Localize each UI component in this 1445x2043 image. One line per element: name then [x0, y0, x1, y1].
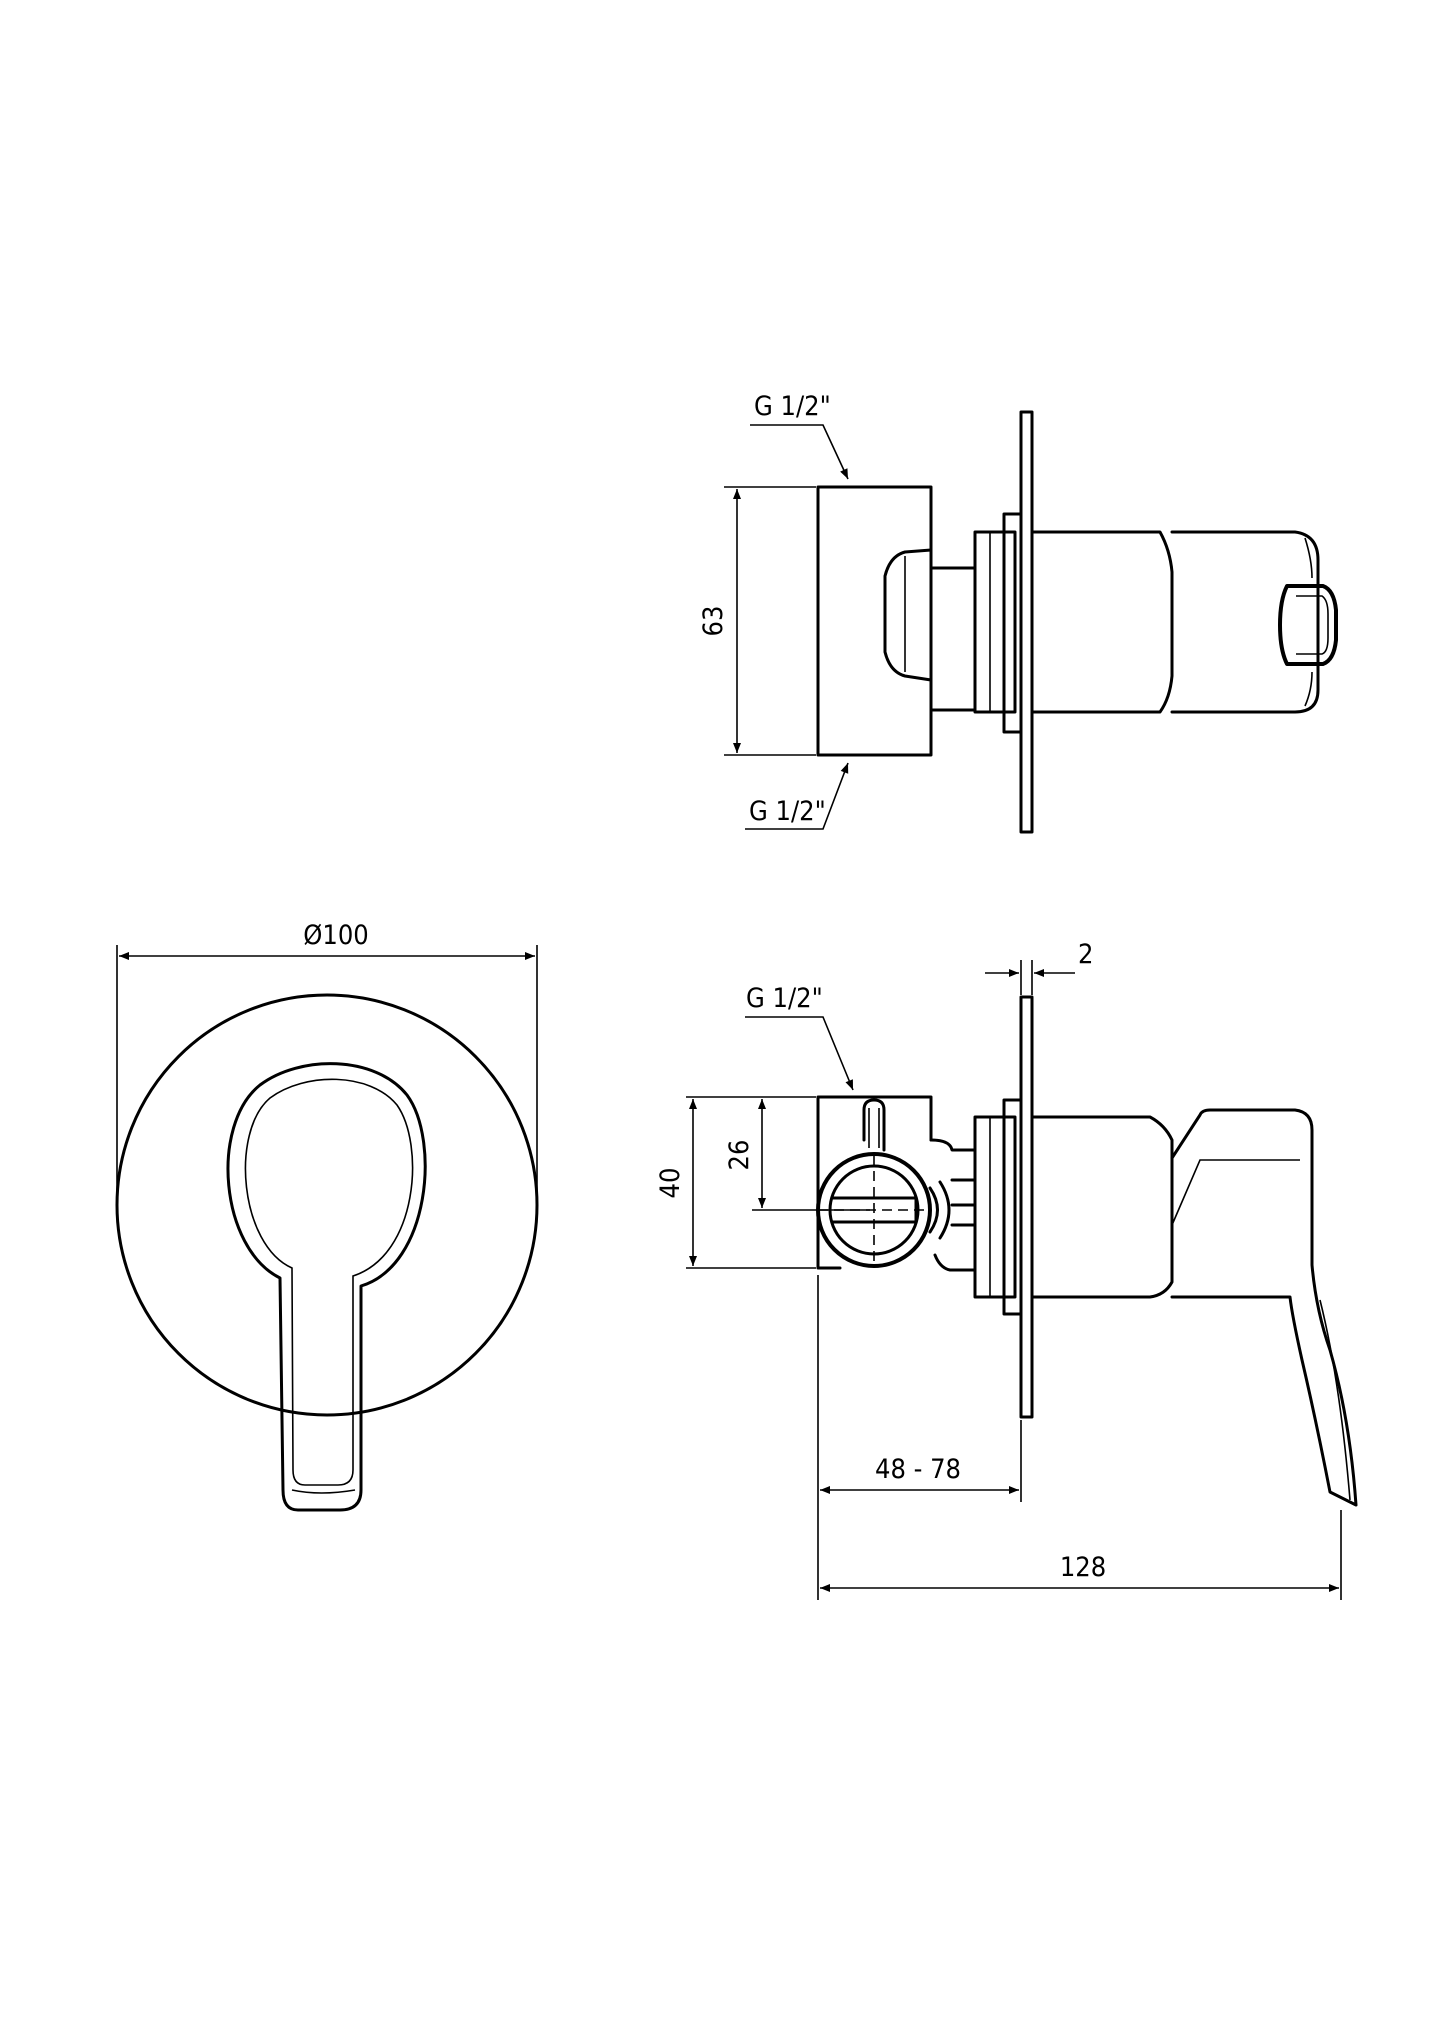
plate-thickness-label: 2 [1078, 939, 1093, 970]
front-handle-inner [244, 1078, 414, 1486]
rosette-diameter-label: Ø100 [303, 920, 368, 951]
front-rosette [115, 993, 539, 1417]
side-inlet-label: G 1/2" [746, 983, 823, 1014]
depth-range-label: 48 - 78 [875, 1454, 961, 1485]
top-inlet-lower-label: G 1/2" [749, 796, 826, 827]
front-view: Ø100 [115, 920, 539, 1512]
side-lever [1170, 1108, 1358, 1507]
side-view: 2 40 26 48 - 78 128 G 1/2" [655, 939, 1358, 1600]
top-connector-nut [883, 548, 933, 682]
top-inlet-upper-label: G 1/2" [754, 391, 831, 422]
side-height-inner-label: 26 [724, 1140, 755, 1171]
top-lever-tip [1278, 584, 1338, 666]
side-height-outer-label: 40 [655, 1168, 686, 1199]
top-handle-cap [1170, 530, 1320, 714]
side-valve-body [1030, 1115, 1174, 1299]
side-wall-plate [1019, 995, 1034, 1419]
front-handle-outer [226, 1062, 427, 1512]
side-inlet-block [816, 1095, 933, 1270]
top-wall-plate [1019, 410, 1034, 834]
top-valve-body [1030, 530, 1174, 714]
top-view: 63 G 1/2" G 1/2" [698, 391, 1338, 834]
top-height-label: 63 [698, 606, 729, 637]
top-inlet-block [816, 485, 933, 757]
total-depth-label: 128 [1060, 1552, 1106, 1583]
